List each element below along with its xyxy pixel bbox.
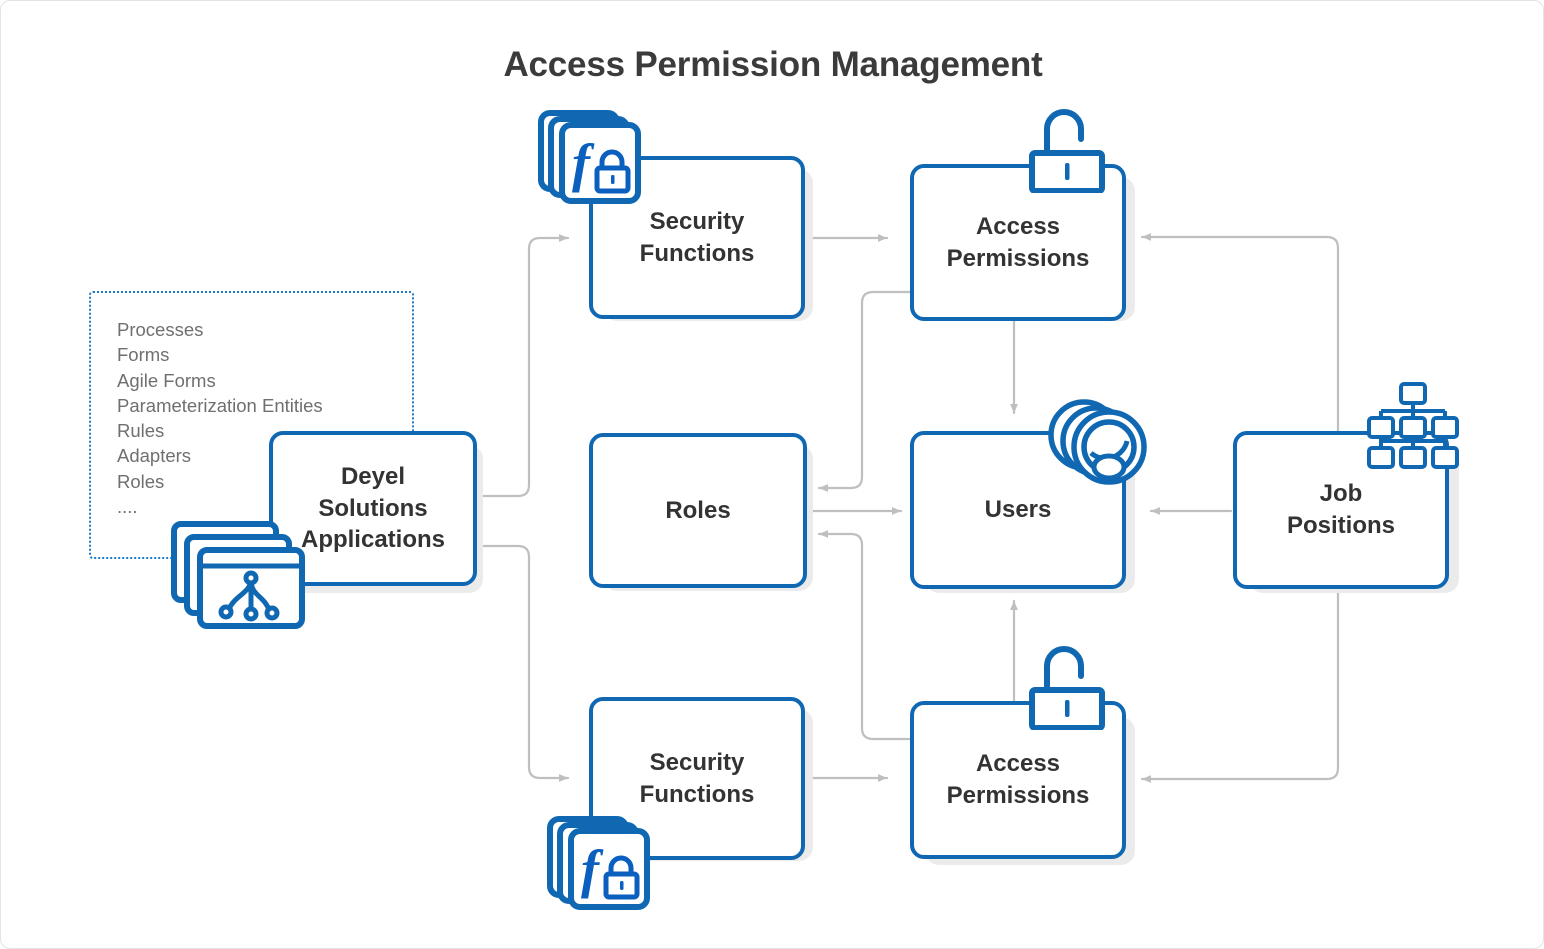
node-label: Users <box>984 496 1052 524</box>
svg-text:f: f <box>572 133 595 193</box>
node-label: Deyel Solutions Applications <box>300 462 445 554</box>
node-roles[interactable]: Roles <box>589 433 807 588</box>
node-job-positions[interactable]: Job Positions <box>1233 431 1449 589</box>
open-padlock-icon <box>1027 101 1111 194</box>
function-lock-icon: f <box>546 815 658 913</box>
connector-jobpositions-to-access-bottom <box>1140 584 1340 783</box>
open-padlock-icon <box>1027 638 1111 731</box>
list-item: Agile Forms <box>117 369 216 391</box>
connector-access-top-to-roles <box>817 290 912 492</box>
connector-access-bottom-to-roles <box>817 530 912 741</box>
artifacts-list: Processes Forms Agile Forms Parameteriza… <box>117 317 323 519</box>
connector-deyel-to-security-top <box>476 234 570 498</box>
node-security-functions-top[interactable]: Security Functions <box>589 156 805 319</box>
node-label: Access Permissions <box>946 750 1090 809</box>
deyel-apps-icon <box>169 519 309 631</box>
node-access-permissions-bottom[interactable]: Access Permissions <box>910 701 1126 859</box>
node-label: Access Permissions <box>946 212 1090 272</box>
list-item: Adapters <box>117 445 192 467</box>
list-item: Parameterization Entities <box>117 394 323 416</box>
users-group-icon <box>1043 391 1155 501</box>
connector-jobpositions-to-access-top <box>1140 233 1340 435</box>
node-label: Security Functions <box>639 207 755 267</box>
list-item: Forms <box>117 344 170 366</box>
list-item: .... <box>117 496 138 518</box>
org-chart-icon <box>1365 379 1461 475</box>
node-label: Security Functions <box>639 748 755 808</box>
node-label: Job Positions <box>1286 480 1395 539</box>
svg-text:f: f <box>581 839 604 899</box>
function-lock-icon: f <box>537 109 649 207</box>
page-title: Access Permission Management <box>503 45 1043 84</box>
node-label: Roles <box>665 496 731 524</box>
connector-deyel-to-security-bottom <box>476 544 570 782</box>
list-item: Rules <box>117 420 165 442</box>
list-item: Roles <box>117 470 165 492</box>
list-item: Processes <box>117 319 204 340</box>
